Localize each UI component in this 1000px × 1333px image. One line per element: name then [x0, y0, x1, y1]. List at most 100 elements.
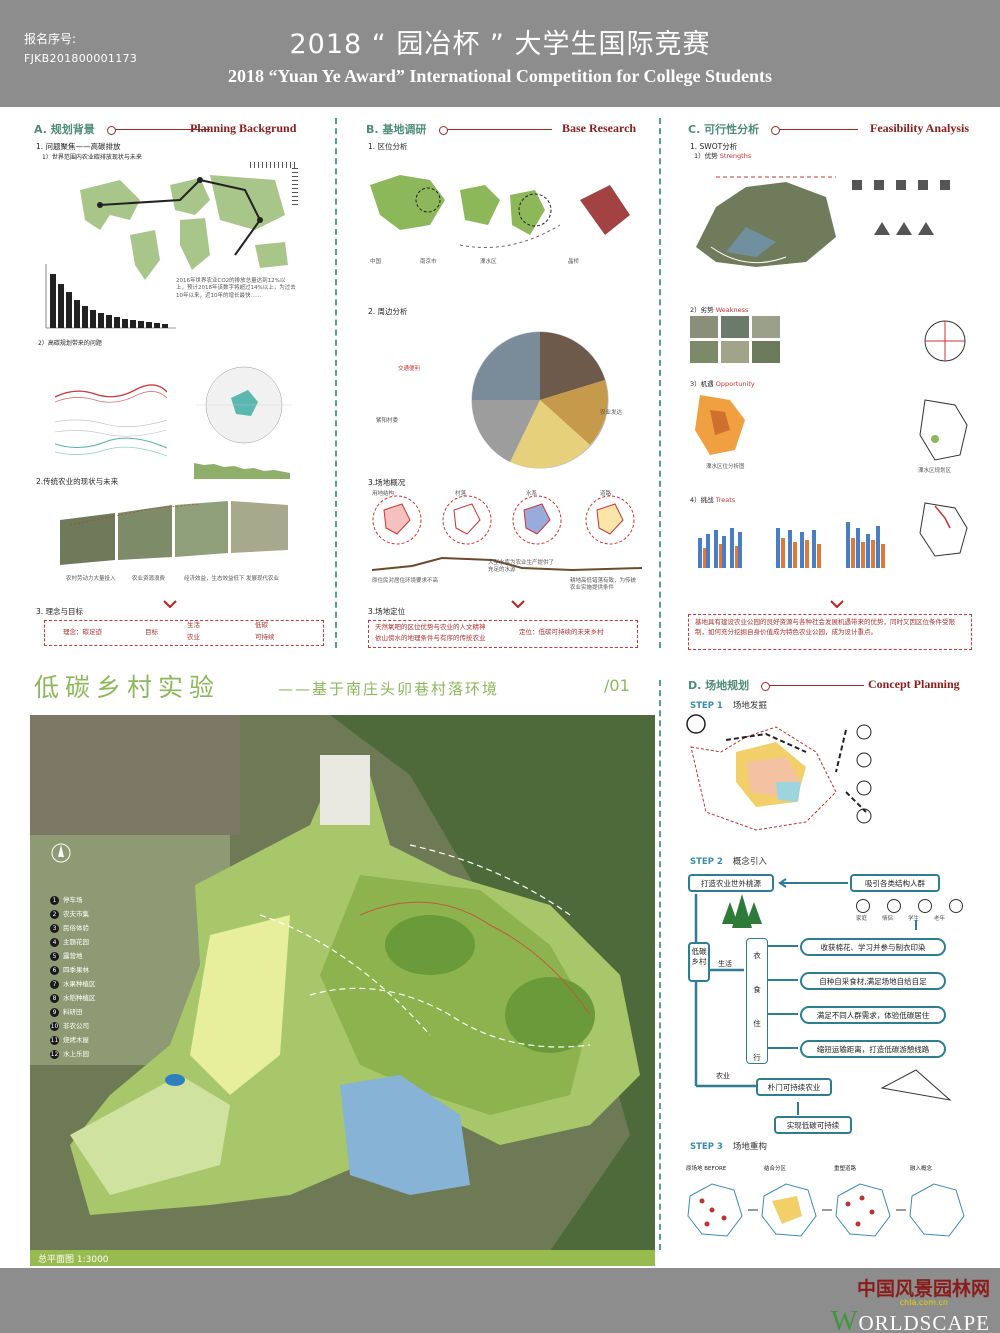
surroundings-photo-wheel [471, 331, 609, 469]
c-strengths-en: Strengths [719, 152, 752, 160]
a-sub-4: 3. 理念与目标 [36, 607, 84, 616]
c-weakness: 2）劣势 Weakness [690, 304, 748, 314]
loc-nanjing: 南京市 [420, 259, 437, 265]
arctic-ice-map [196, 366, 292, 444]
c-weakness-cn: 2）劣势 [690, 306, 714, 314]
legend-label-2: 农夫市集 [63, 910, 89, 918]
column-divider-2 [659, 118, 661, 648]
watermark-url: chla.com.cn [899, 1298, 948, 1307]
emissions-note: 2016年世界农业CO2的排放总量达到12%以上，预计2018年该数字将超过14… [176, 278, 296, 299]
section-c-header: C. 可行性分析 Feasibility Analysis [688, 121, 978, 136]
step-3-id: STEP 3 [690, 1142, 723, 1152]
position-box: 天然氧吧的区位优势与农业的人文精神 依山傍水的地理条件与有序的传统农业 定位：低… [368, 620, 638, 648]
concept-col: 衣 食 住 行 [746, 938, 768, 1064]
village-note: 紫阳村委 [376, 418, 399, 424]
lowcarbon-label: 低碳 [255, 621, 268, 629]
master-plan-map [30, 715, 655, 1251]
b-sub-1: 1. 区位分析 [368, 142, 408, 151]
section-c-title-en: Feasibility Analysis [870, 121, 970, 135]
competition-title-en: 2018 “Yuan Ye Award” International Compe… [227, 66, 773, 86]
plan-title: 低碳乡村实验 [34, 673, 221, 702]
watermark-w: W [831, 1306, 859, 1333]
section-note-2: 大型水库为农业生产提供了充足的水源 [488, 560, 555, 574]
section-b-rule [439, 126, 552, 135]
competition-title-cn: 2018 “ 园冶杯 ” 大学生国际竞赛 [289, 29, 711, 60]
legend-label-10: 非农公司 [63, 1022, 89, 1030]
site-label-water: 水系 [526, 491, 538, 497]
registration-label: 报名序号: [24, 32, 77, 46]
temperature-line-chart [55, 384, 167, 457]
c-treats: 4）挑战 Treats [690, 494, 735, 504]
site-label-structure: 用地结构 [372, 491, 395, 497]
world-carbon-map [60, 160, 300, 285]
treats-outline-map [919, 502, 968, 557]
couple-icon [887, 899, 902, 913]
section-b-header: B. 基地调研 Base Research [366, 121, 636, 136]
weakness-photos [690, 316, 780, 363]
a-sub-1-1: 1）世界范围内农业碳排放现状与未来 [42, 154, 142, 161]
concept-result: 实现低碳可持续 [774, 1116, 852, 1134]
site-section-profile [372, 556, 642, 572]
sustain-label: 可持续 [255, 633, 275, 641]
legend-label-11: 烧烤木屋 [63, 1036, 89, 1044]
location-maps [370, 175, 630, 248]
ice-trend-chart [194, 463, 290, 479]
section-a-title: A. 规划背景 [34, 123, 95, 136]
section-note-1: 原住民对居住环境要求不高 [372, 578, 439, 584]
step-1-id: STEP 1 [690, 701, 723, 711]
watermark-cn: 中国风景园林网 [856, 1278, 990, 1300]
chevron-down-icon [830, 600, 844, 608]
people-label-3: 学生 [908, 916, 920, 922]
conclusion-box: 基地具有建设农业公园的良好资源与各种社会发展机遇带来的优势，同时又因区位条件受限… [688, 614, 972, 650]
arrow-left-icon [778, 878, 848, 888]
b-sub-4: 3.场地定位 [368, 607, 406, 616]
legend-label-8: 水稻种植区 [63, 994, 96, 1002]
c-sub-1: 1. SWOT分析 [690, 142, 738, 151]
legend-label-1: 停车场 [63, 896, 83, 904]
c-strengths: 1）优势 Strengths [694, 150, 751, 160]
concept-life: 生活 [718, 960, 732, 968]
c-weakness-en: Weakness [715, 306, 749, 314]
plan-number: /01 [604, 676, 630, 695]
concept-top-left: 打造农业世外桃源 [688, 874, 774, 892]
section-a-title-en: Planning Backgrund [190, 121, 297, 135]
agriculture-photo-strip [60, 501, 288, 565]
flow-label-1: 农村劳动力大量投入 [66, 576, 116, 582]
concept-item-4: 缩短运输距离，打造低碳游憩线路 [800, 1040, 946, 1058]
c-treats-cn: 4）挑战 [690, 496, 714, 504]
elder-icon [949, 899, 964, 913]
loc-lishui: 溧水区 [480, 259, 497, 265]
people-label-4: 老年 [934, 916, 946, 922]
c-strengths-cn: 1）优势 [694, 152, 718, 160]
people-label-2: 情侣 [882, 916, 894, 922]
flow-label-3: 经济效益，生态效益低下 [184, 576, 245, 582]
legend-label-6: 四季果林 [63, 966, 89, 974]
watermark-en: WORLDSCAPE [831, 1306, 990, 1333]
step-1-name: 场地发掘 [732, 701, 767, 711]
loc-site: 晶桥 [568, 259, 580, 265]
step3-label-4: 融入概念 [910, 1166, 933, 1172]
legend-label-5: 露营地 [63, 952, 83, 960]
legend-label-7: 水果种植区 [63, 980, 96, 988]
plan-subtitle: ——基于南庄头卯巷村落环境 [278, 680, 500, 698]
legend-label-3: 民俗体验 [63, 924, 89, 932]
concept-item-1: 收获棉花、学习并参与制衣印染 [800, 938, 946, 956]
opportunity-map [695, 395, 745, 455]
strengths-icons [852, 180, 950, 235]
lishui-location-label: 溧水区位分析图 [706, 464, 745, 470]
step-1-label: STEP 1 场地发掘 [690, 699, 767, 711]
target-label: 目标 [145, 628, 158, 636]
concept-pumen: 朴门可持续农业 [756, 1078, 832, 1096]
watermark-en-rest: ORLDSCAPE [858, 1311, 990, 1333]
strengths-aerial-map [696, 176, 836, 267]
column-divider-3 [659, 680, 661, 1250]
